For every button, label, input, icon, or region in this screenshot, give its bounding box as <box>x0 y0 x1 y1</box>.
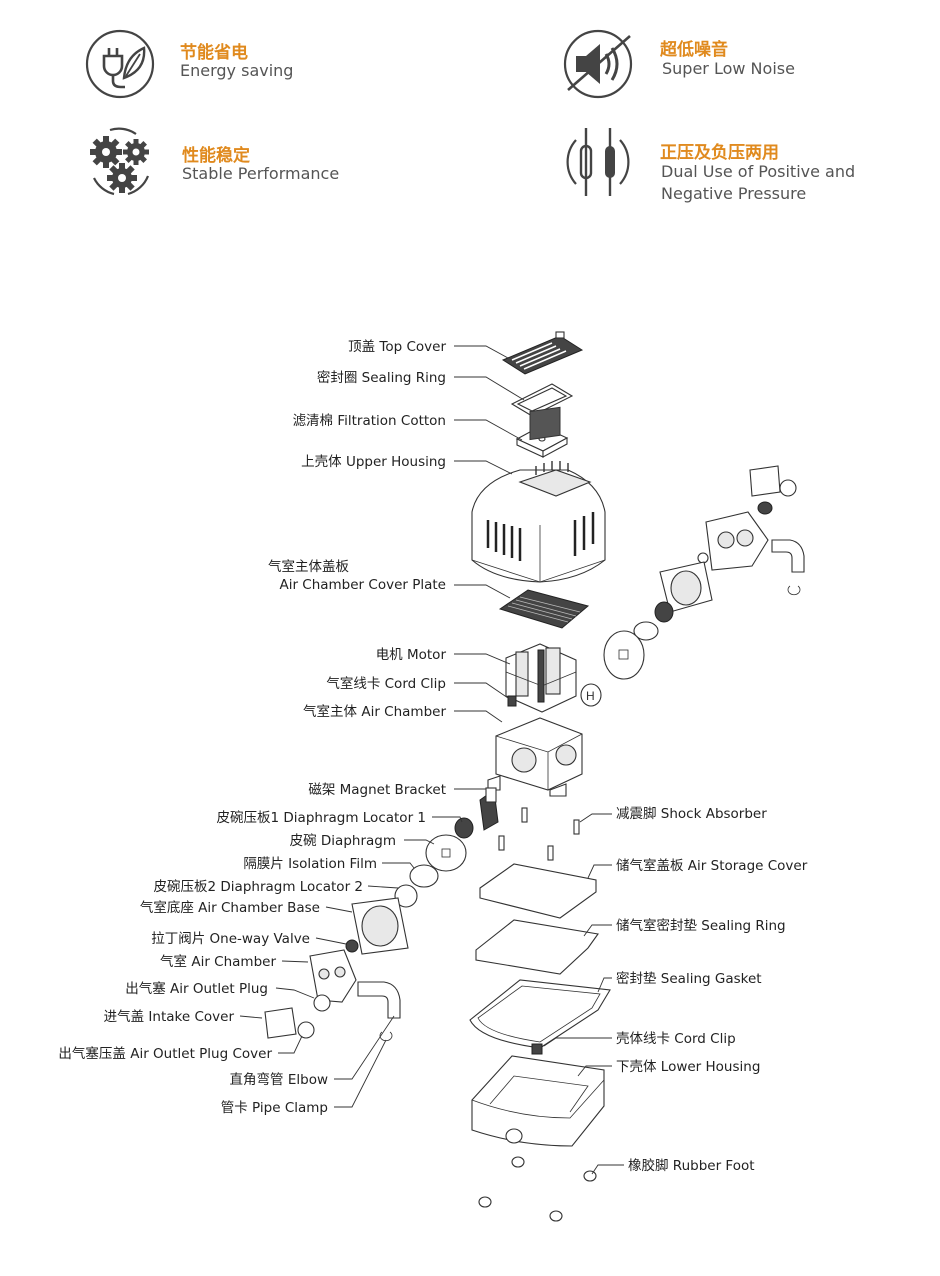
label-diaphragm-locator-1: 皮碗压板1 Diaphragm Locator 1 <box>217 810 426 826</box>
top-cover-part <box>501 331 584 375</box>
feature-title-cn: 超低噪音 <box>660 40 728 60</box>
feature-title-en: Super Low Noise <box>662 59 795 78</box>
label-cord-clip-1: 气室线卡 Cord Clip <box>326 675 446 692</box>
label-one-way-valve: 拉丁阀片 One-way Valve <box>151 931 310 947</box>
label-elbow: 直角弯管 Elbow <box>230 1071 328 1088</box>
sealing-gasket-part <box>469 979 611 1049</box>
label-air-chamber-base: 气室底座 Air Chamber Base <box>140 899 320 916</box>
shock-absorbers-part <box>498 807 580 861</box>
svg-text:H: H <box>586 689 595 703</box>
lower-housing-part <box>471 1055 605 1147</box>
label-diaphragm-locator-2: 皮碗压板2 Diaphragm Locator 2 <box>154 879 363 895</box>
label-diaphragm: 皮碗 Diaphragm <box>290 833 396 849</box>
air-chamber-base-part <box>351 897 409 955</box>
label-cord-clip-2: 壳体线卡 Cord Clip <box>616 1031 736 1047</box>
pipe-clamp-part <box>379 1031 393 1042</box>
label-storage-sealing-ring: 储气室密封垫 Sealing Ring <box>616 917 786 934</box>
label-top-cover: 顶盖 Top Cover <box>348 339 446 355</box>
label-rubber-foot: 橡胶脚 Rubber Foot <box>628 1157 755 1174</box>
diaphragm-locator-2-part <box>394 884 418 908</box>
cord-clip-1-part <box>507 695 517 707</box>
h-marked-disc-part: H <box>580 683 602 707</box>
label-lower-housing: 下壳体 Lower Housing <box>616 1059 760 1075</box>
label-air-chamber: 气室 Air Chamber <box>160 953 276 970</box>
air-storage-cover-part <box>479 863 597 919</box>
feature-title-en: Dual Use of Positive and <box>661 162 856 181</box>
label-motor: 电机 Motor <box>376 647 447 663</box>
right-air-chamber-part <box>705 511 769 571</box>
magnet-bracket-part <box>479 787 499 831</box>
air-outlet-plug-cover-part <box>297 1021 315 1039</box>
right-valve-part <box>654 601 674 623</box>
right-isolation-film-part <box>633 621 659 641</box>
label-upper-housing: 上壳体 Upper Housing <box>301 454 446 470</box>
diaphragm-locator-1-part <box>454 817 474 839</box>
leader-lines <box>239 345 624 1175</box>
air-outlet-plug-part <box>313 994 331 1012</box>
air-chamber-part <box>309 949 357 1003</box>
isolation-film-part <box>409 864 439 888</box>
label-sealing-gasket: 密封垫 Sealing Gasket <box>616 970 762 987</box>
right-pipe-clamp-part <box>787 585 801 596</box>
one-way-valve-part <box>345 939 359 953</box>
right-small-ring-part <box>697 552 709 564</box>
exploded-diagram: H <box>58 331 808 1222</box>
right-plug-part <box>757 501 773 515</box>
label-pipe-clamp: 管卡 Pipe Clamp <box>221 1100 328 1116</box>
upper-housing-part <box>471 406 606 583</box>
feature-title-en-line2: Negative Pressure <box>661 184 807 203</box>
feature-title-cn: 正压及负压两用 <box>660 143 779 163</box>
label-magnet-bracket: 磁架 Magnet Bracket <box>308 782 446 798</box>
rubber-feet-part <box>478 1156 597 1222</box>
feature-title-en: Stable Performance <box>182 164 340 183</box>
dual-pressure-icon <box>566 128 630 196</box>
right-elbow-part <box>771 539 805 573</box>
intake-cover-part <box>264 1007 297 1039</box>
label-sealing-ring: 密封圈 Sealing Ring <box>317 369 446 386</box>
label-cover-plate-en: Air Chamber Cover Plate <box>279 577 446 593</box>
feature-title-en: Energy saving <box>180 61 294 80</box>
right-diaphragm-part <box>603 630 645 680</box>
label-air-outlet-plug: 出气塞 Air Outlet Plug <box>125 980 268 997</box>
part-labels: 顶盖 Top Cover 密封圈 Sealing Ring 滤清棉 Filtra… <box>58 339 807 1174</box>
air-chamber-main-part <box>487 717 583 797</box>
label-isolation-film: 隔膜片 Isolation Film <box>243 856 377 872</box>
gears-icon <box>90 127 150 196</box>
label-air-storage-cover: 储气室盖板 Air Storage Cover <box>616 857 808 874</box>
right-small-cover-part <box>749 465 797 497</box>
label-intake-cover: 进气盖 Intake Cover <box>104 1009 235 1025</box>
right-chamber-base-part <box>659 561 713 613</box>
label-filtration-cotton: 滤清棉 Filtration Cotton <box>293 413 446 429</box>
elbow-part <box>357 981 401 1019</box>
feature-title-cn: 节能省电 <box>180 43 248 63</box>
feature-title-cn: 性能稳定 <box>182 146 250 166</box>
label-air-chamber-main: 气室主体 Air Chamber <box>303 703 446 720</box>
label-shock-absorber: 减震脚 Shock Absorber <box>616 806 767 822</box>
motor-part <box>505 643 577 713</box>
air-chamber-cover-plate-part <box>498 589 590 629</box>
plug-leaf-icon <box>85 29 155 99</box>
label-air-outlet-plug-cover: 出气塞压盖 Air Outlet Plug Cover <box>58 1045 272 1062</box>
label-cover-plate-cn: 气室主体盖板 <box>268 558 349 575</box>
muted-speaker-icon <box>563 29 633 99</box>
cord-clip-2-part <box>531 1043 543 1055</box>
diaphragm-part <box>425 834 467 872</box>
storage-sealing-ring-part <box>475 919 599 975</box>
